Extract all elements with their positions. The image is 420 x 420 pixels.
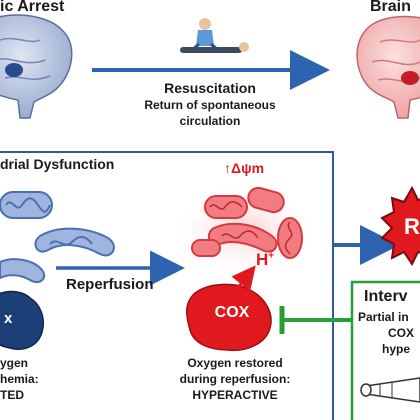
intervention-line3: hype [382,342,411,356]
proton-symbol: H [256,250,269,269]
damage-starburst [380,185,420,266]
proton-arrow [231,265,256,292]
cox-inactive-blob [0,290,44,350]
membrane-potential-label: ↑Δψm [224,160,265,176]
right-caption-line2: during reperfusion: [179,372,291,386]
left-brain-icon [0,14,73,119]
rosc-label-line2: circulation [179,114,241,128]
intervention-title: Interv [364,288,408,305]
reperfusion-label: Reperfusion [66,276,154,293]
burst-label: R [404,214,420,239]
right-caption-line1: Oxygen restored [187,356,283,370]
intervention-line2: COX [388,326,415,340]
right-title: Brain [370,0,411,15]
left-caption-line1: ygen [0,356,29,370]
left-title: ic Arrest [0,0,65,15]
cox-inactive-label: x [4,310,13,327]
proton-label: H+ [256,250,274,270]
healthy-mitochondria-icon [0,191,115,284]
mitochondrial-panel-box [0,151,334,420]
intervention-line1: Partial in [358,310,409,324]
hyperpolarized-mitochondria-icon [191,186,303,259]
left-caption-line2: hemia: [0,372,39,386]
resuscitation-label: Resuscitation [164,80,256,96]
panel-title: drial Dysfunction [0,156,115,172]
proton-charge: + [268,250,275,262]
left-caption-line3: TED [0,388,24,402]
right-caption-line3: HYPERACTIVE [192,388,278,402]
cox-active-label: COX [214,304,250,321]
light-device-icon [360,377,420,403]
rosc-label-line1: Return of spontaneous [144,98,276,112]
right-brain-icon [356,15,420,119]
cpr-figure-icon [180,18,249,53]
